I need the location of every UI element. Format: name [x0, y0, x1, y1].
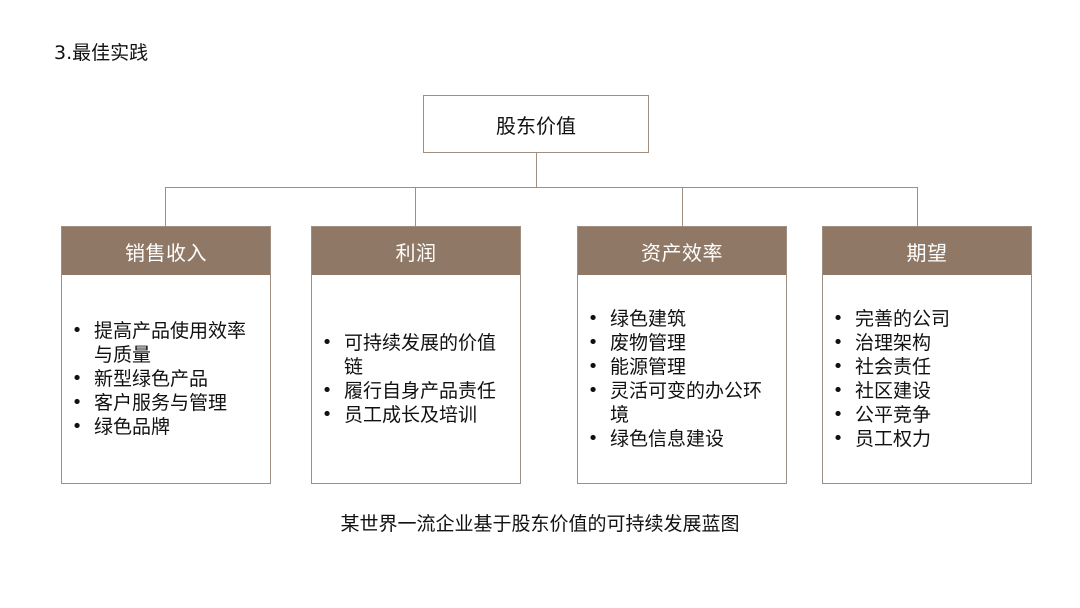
list-item-text: 治理架构 — [855, 332, 932, 354]
bullet-icon: • — [832, 428, 844, 449]
list-item-text: 绿色信息建设 — [610, 428, 725, 450]
branch-header: 资产效率 — [578, 227, 786, 275]
list-item: • 完善的公司 — [831, 307, 1023, 331]
bullet-icon: • — [587, 356, 599, 377]
list-item: • 新型绿色产品 — [70, 367, 262, 391]
list-item: • 绿色建筑 — [586, 307, 778, 331]
connector-branch-3 — [917, 187, 918, 226]
connector-branch-2 — [682, 187, 683, 226]
list-item-text: 公平竞争 — [855, 404, 932, 426]
connector-root-vertical — [536, 153, 537, 188]
bullet-icon: • — [587, 308, 599, 329]
list-item: • 履行自身产品责任 — [320, 379, 512, 403]
bullet-icon: • — [71, 320, 83, 341]
list-item-text: 客户服务与管理 — [94, 392, 228, 414]
list-item-text: 提高产品使用效率与质量 — [94, 320, 247, 366]
branch-body: • 完善的公司 • 治理架构 • 社会责任 • 社区建设 • 公平竞争 • 员工权力 — [823, 275, 1031, 483]
list-item: • 社会责任 — [831, 355, 1023, 379]
branch-header: 期望 — [823, 227, 1031, 275]
bullet-icon: • — [321, 332, 333, 353]
list-item: • 可持续发展的价值链 — [320, 331, 512, 379]
bullet-icon: • — [321, 380, 333, 401]
list-item: • 废物管理 — [586, 331, 778, 355]
list-item-text: 完善的公司 — [855, 308, 951, 330]
list-item-text: 废物管理 — [610, 332, 687, 354]
bullet-icon: • — [587, 380, 599, 401]
list-item: • 绿色品牌 — [70, 415, 262, 439]
list-item: • 员工成长及培训 — [320, 403, 512, 427]
list-item-text: 新型绿色产品 — [94, 368, 209, 390]
branch-header: 利润 — [312, 227, 520, 275]
list-item: • 治理架构 — [831, 331, 1023, 355]
list-item: • 绿色信息建设 — [586, 427, 778, 451]
bullet-icon: • — [832, 380, 844, 401]
bullet-icon: • — [832, 356, 844, 377]
branch-title: 销售收入 — [125, 240, 207, 265]
branch-card-sales-revenue: 销售收入 • 提高产品使用效率与质量 • 新型绿色产品 • 客户服务与管理 • 绿色品牌 — [61, 226, 271, 484]
list-item: • 公平竞争 — [831, 403, 1023, 427]
list-item-text: 员工成长及培训 — [344, 404, 478, 426]
bullet-icon: • — [832, 308, 844, 329]
list-item-text: 可持续发展的价值链 — [344, 332, 497, 378]
page-title: 3.最佳实践 — [54, 42, 149, 64]
list-item-text: 社会责任 — [855, 356, 932, 378]
bullet-icon: • — [71, 368, 83, 389]
list-item: • 能源管理 — [586, 355, 778, 379]
list-item: • 社区建设 — [831, 379, 1023, 403]
branch-title: 利润 — [395, 240, 437, 265]
branch-item-list: • 完善的公司 • 治理架构 • 社会责任 • 社区建设 • 公平竞争 • 员工权力 — [823, 307, 1031, 451]
branch-item-list: • 绿色建筑 • 废物管理 • 能源管理 • 灵活可变的办公环境 • 绿色信息建设 — [578, 307, 786, 451]
list-item-text: 员工权力 — [855, 428, 932, 450]
branch-item-list: • 可持续发展的价值链 • 履行自身产品责任 • 员工成长及培训 — [312, 331, 520, 427]
branch-title: 资产效率 — [641, 240, 723, 265]
branch-card-profit: 利润 • 可持续发展的价值链 • 履行自身产品责任 • 员工成长及培训 — [311, 226, 521, 484]
branch-item-list: • 提高产品使用效率与质量 • 新型绿色产品 • 客户服务与管理 • 绿色品牌 — [62, 319, 270, 439]
list-item: • 客户服务与管理 — [70, 391, 262, 415]
bullet-icon: • — [71, 416, 83, 437]
list-item: • 灵活可变的办公环境 — [586, 379, 778, 427]
branch-body: • 提高产品使用效率与质量 • 新型绿色产品 • 客户服务与管理 • 绿色品牌 — [62, 275, 270, 483]
list-item: • 员工权力 — [831, 427, 1023, 451]
branch-card-asset-efficiency: 资产效率 • 绿色建筑 • 废物管理 • 能源管理 • 灵活可变的办公环境 • 绿色信息建… — [577, 226, 787, 484]
branch-title: 期望 — [906, 240, 948, 265]
connector-branch-1 — [415, 187, 416, 226]
connector-branch-0 — [165, 187, 166, 226]
branch-body: • 绿色建筑 • 废物管理 • 能源管理 • 灵活可变的办公环境 • 绿色信息建设 — [578, 275, 786, 483]
branch-card-expectations: 期望 • 完善的公司 • 治理架构 • 社会责任 • 社区建设 • 公平竞争 • 员工权力 — [822, 226, 1032, 484]
branch-body: • 可持续发展的价值链 • 履行自身产品责任 • 员工成长及培训 — [312, 275, 520, 483]
branch-header: 销售收入 — [62, 227, 270, 275]
list-item-text: 灵活可变的办公环境 — [610, 380, 763, 426]
diagram-caption: 某世界一流企业基于股东价值的可持续发展蓝图 — [340, 513, 740, 535]
list-item-text: 绿色品牌 — [94, 416, 171, 438]
list-item-text: 绿色建筑 — [610, 308, 687, 330]
root-node-label: 股东价值 — [496, 113, 576, 138]
bullet-icon: • — [832, 404, 844, 425]
bullet-icon: • — [71, 392, 83, 413]
bullet-icon: • — [587, 332, 599, 353]
bullet-icon: • — [832, 332, 844, 353]
bullet-icon: • — [321, 404, 333, 425]
list-item-text: 履行自身产品责任 — [344, 380, 497, 402]
connector-horizontal — [165, 187, 917, 188]
root-node: 股东价值 — [423, 95, 649, 153]
list-item-text: 社区建设 — [855, 380, 932, 402]
bullet-icon: • — [587, 428, 599, 449]
list-item-text: 能源管理 — [610, 356, 687, 378]
list-item: • 提高产品使用效率与质量 — [70, 319, 262, 367]
